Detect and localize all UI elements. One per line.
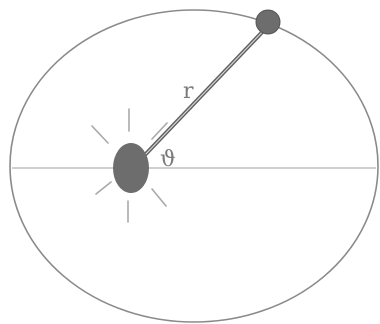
sun-icon: [113, 143, 149, 193]
radius-line-highlight: [143, 27, 267, 157]
sun-ray: [152, 189, 166, 206]
angle-label: ϑ: [160, 147, 176, 172]
sun-ray: [92, 126, 108, 143]
radius-label: r: [183, 79, 194, 104]
planet-icon: [256, 10, 280, 34]
sun-ray: [96, 182, 111, 194]
orbit-ellipse: [10, 10, 378, 322]
